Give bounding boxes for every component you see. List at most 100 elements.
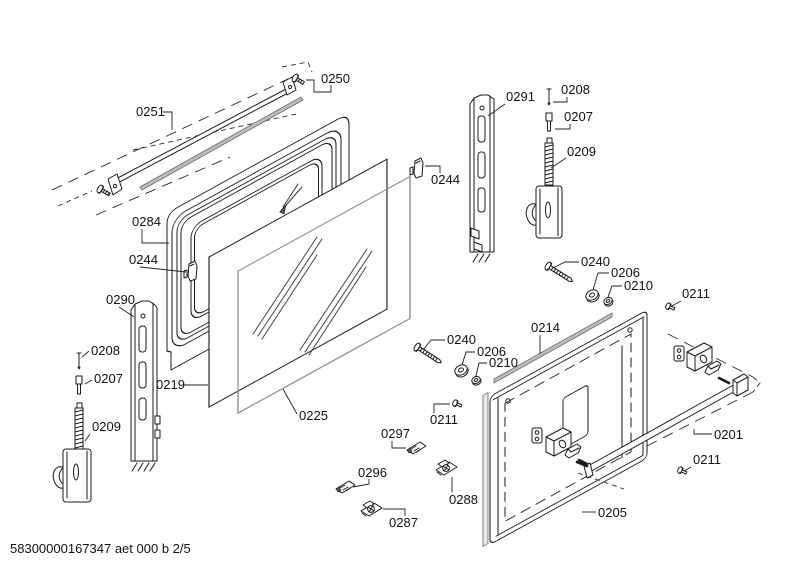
callout-0288: 0288 [449,477,478,507]
callout-0250: 0250 [306,71,350,93]
screw-0250-right-icon [291,73,305,85]
callout-label: 0240 [581,254,610,269]
clip-0244-top-icon [409,157,424,179]
callout-label: 0219 [156,377,185,392]
callout-label: 0225 [299,408,328,423]
callout-label: 0210 [624,278,653,293]
pin-0208-right-icon [546,88,552,106]
callout-0211u: 0211 [671,286,710,307]
callout-label: 0210 [489,355,518,370]
washer-0206-lower-icon [454,364,469,378]
callout-label: 0244 [129,252,158,267]
screw-0240-lower-icon [413,342,442,364]
callout-label: 0214 [531,320,560,335]
washer-0206-upper-icon [585,289,600,303]
callout-leader [84,379,93,385]
callout-0207l: 0207 [84,371,123,386]
screw-0211-upper-icon [665,302,676,311]
callout-label: 0207 [564,109,593,124]
callout-0214: 0214 [531,320,560,354]
callout-leader [487,103,506,117]
handle-support-upper [673,342,731,385]
callout-label: 0208 [561,82,590,97]
bracket-0288-icon [435,459,458,476]
callout-label: 0205 [598,505,627,520]
callout-label: 0201 [714,427,743,442]
glass-0219 [208,158,388,408]
callout-label: 0287 [389,515,418,530]
callout-label: 0244 [431,172,460,187]
callout-label: 0251 [136,104,165,119]
callout-leader [552,261,579,269]
screw-0211-bottom-icon [677,466,688,475]
screw-0240-upper-icon [544,261,574,282]
callout-0209r: 0209 [550,144,596,169]
bracket-0287-icon [360,500,383,517]
hinge-rail-0290 [130,300,161,472]
callout-0208l: 0208 [81,343,120,358]
callout-0206l: 0206 [461,344,506,366]
nut-0210-upper-icon [603,296,614,307]
callout-0287: 0287 [383,508,418,530]
clip-0296-icon [335,480,356,494]
callout-0206u: 0206 [592,265,640,291]
callout-label: 0288 [449,492,478,507]
glass-0225-outline [237,175,411,415]
callout-leader [461,351,475,366]
callout-leader [306,79,332,93]
callout-label: 0207 [94,371,123,386]
callout-0201: 0201 [693,427,743,442]
callout-0244l: 0244 [129,252,187,273]
callout-0290: 0290 [106,292,135,318]
callout-0205: 0205 [582,505,627,520]
callout-leader [693,429,712,435]
glass-reflections [252,183,373,356]
callout-0209l: 0209 [84,419,121,442]
callout-0240u: 0240 [552,254,610,269]
callout-label: 0284 [132,214,161,229]
clip-0244-left-icon [183,260,198,282]
callout-0244t: 0244 [425,165,460,187]
callout-label: 0211 [430,412,458,427]
pin-0208-left-icon [76,352,82,370]
callout-label: 0296 [358,465,387,480]
callout-0207r: 0207 [555,109,593,130]
callout-leader [592,272,609,291]
mount-strip-0250 [139,96,304,191]
callout-0211c: 0211 [430,403,458,427]
callout-label: 0208 [91,343,120,358]
callout-leader [553,97,568,103]
callout-leader [391,441,406,449]
outer-door-panel-0205 [482,311,648,548]
callout-leader [425,165,441,173]
document-number: 58300000167347 aet 000 b 2/5 [10,541,191,556]
callout-leader [433,403,450,413]
callout-leader [671,300,682,307]
callout-leader [139,266,187,273]
screw-0211-center-icon [452,399,463,408]
callout-label: 0290 [106,292,135,307]
bolt-0207-right-icon [545,112,553,132]
panel-screw-holes [505,327,633,404]
callout-0291: 0291 [487,89,535,117]
callout-leader [84,433,91,442]
trim-strip-0214 [493,312,613,384]
callout-0296: 0296 [352,465,387,488]
callout-label: 0206 [477,344,506,359]
clip-0297-icon [406,441,427,455]
callout-0219: 0219 [156,377,208,392]
callout-leader [683,466,692,472]
callout-leader [475,362,487,377]
callout-leader [352,479,370,488]
callout-leader [607,285,622,298]
callout-0297: 0297 [381,426,410,449]
callout-0211b: 0211 [683,452,721,472]
screw-0250-left-icon [96,184,111,197]
handle-support-lower [531,427,591,467]
callout-leader [282,388,298,415]
hinge-rail-0291 [469,94,495,263]
callout-leader [555,124,571,130]
callout-label: 0211 [693,452,721,467]
